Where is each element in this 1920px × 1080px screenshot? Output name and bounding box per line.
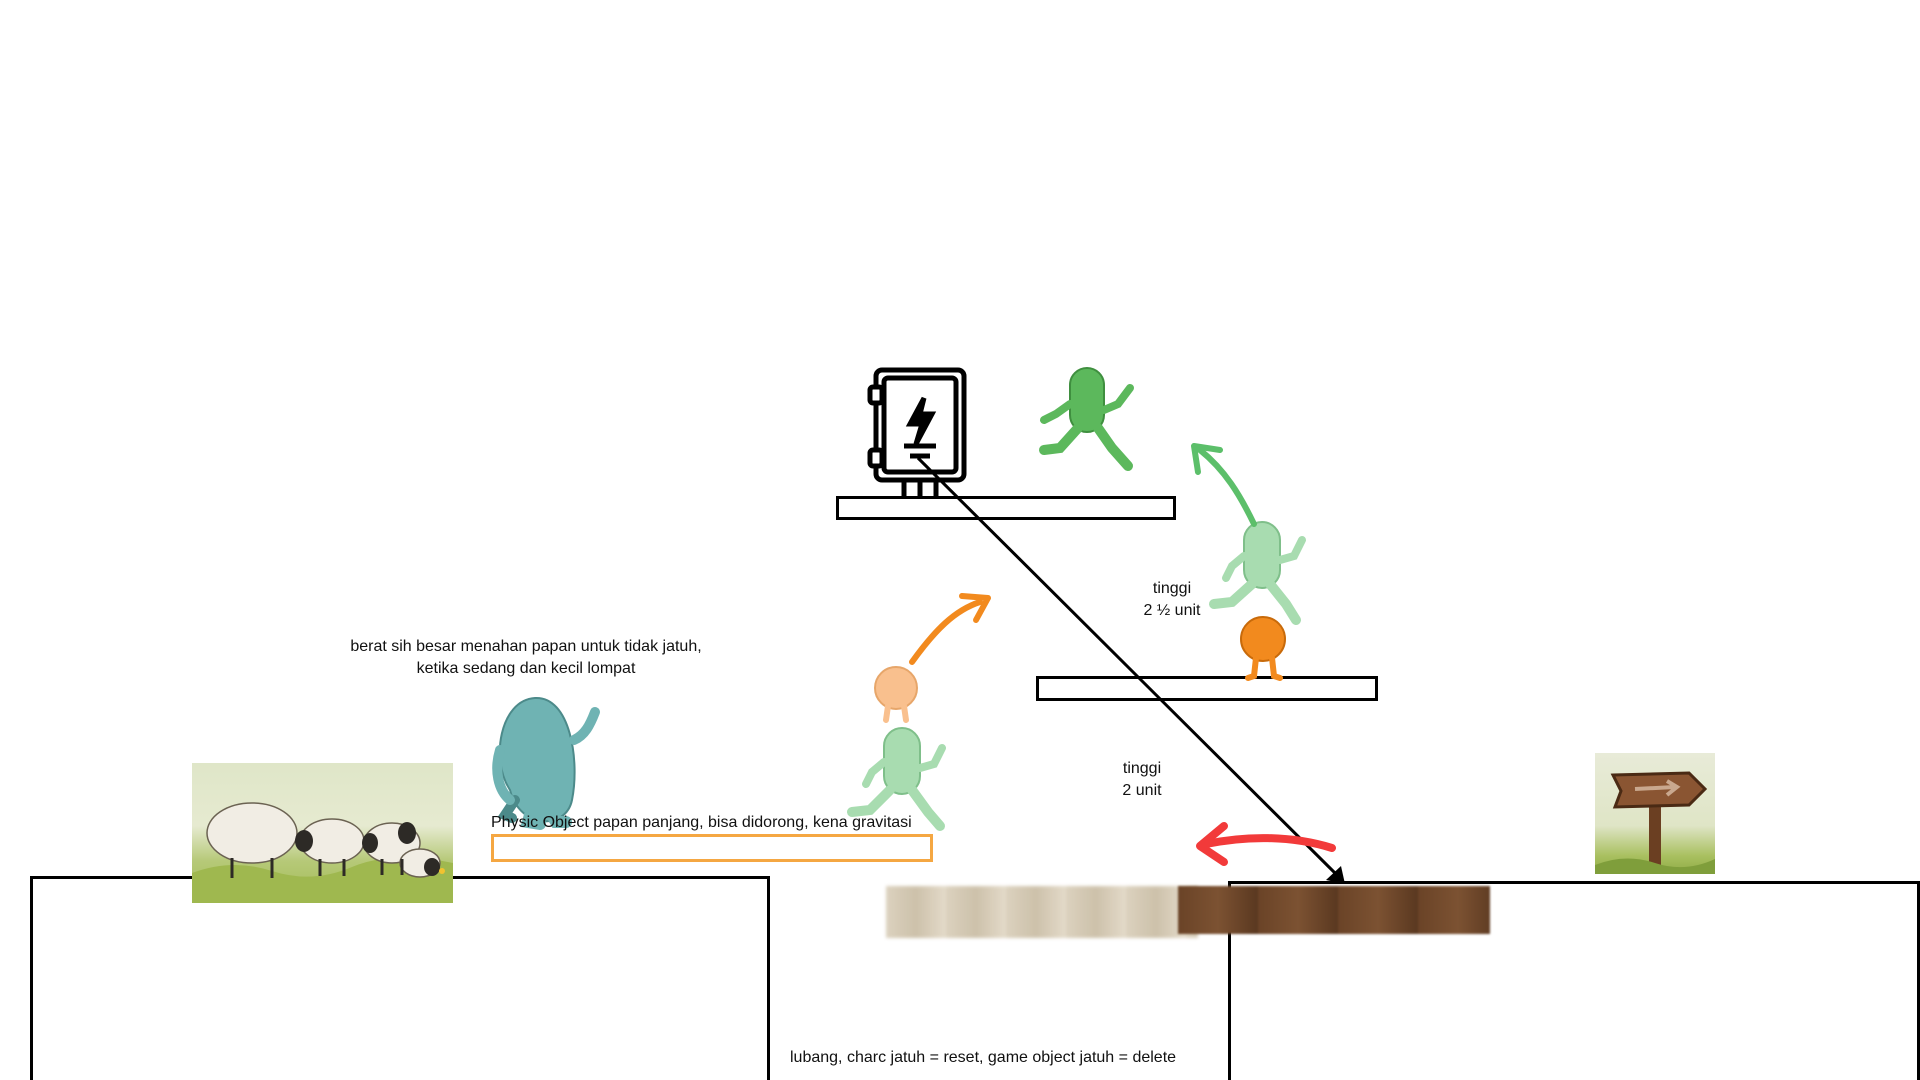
- height-lower-note: tinggi 2 unit: [1092, 758, 1192, 802]
- black-diagonal-arrow: [916, 456, 1345, 884]
- electric-panel-icon: [867, 367, 967, 496]
- height-upper-note: tinggi 2 ½ unit: [1122, 578, 1222, 622]
- physics-board: [491, 834, 933, 862]
- wooden-plank-dark: [1178, 886, 1490, 934]
- red-push-arrow: [1196, 822, 1336, 866]
- small-character-faded: [874, 666, 918, 723]
- physics-board-note: Physic Object papan panjang, bisa didoro…: [491, 814, 912, 831]
- medium-character-faded-left: [847, 727, 946, 831]
- middle-platform: [1036, 676, 1378, 701]
- small-character: [1240, 616, 1286, 681]
- height-upper-line2: 2 ½ unit: [1143, 602, 1201, 619]
- wooden-plank-image: [886, 886, 1198, 938]
- hole-rule-note: lubang, charc jatuh = reset, game object…: [790, 1049, 1177, 1066]
- big-character: [492, 696, 600, 830]
- medium-character-faded-right: [1209, 521, 1306, 625]
- weight-note-line2: ketika sedang dan kecil lompat: [416, 660, 636, 677]
- green-jump-arrow: [1191, 443, 1257, 527]
- wooden-signpost-image: [1595, 753, 1715, 874]
- orange-jump-arrow: [909, 593, 991, 665]
- height-lower-line1: tinggi: [1122, 760, 1162, 777]
- weight-note-line1: berat sih besar menahan papan untuk tida…: [350, 638, 702, 655]
- medium-character-top: [1039, 367, 1134, 471]
- right-ground-block: [1228, 881, 1920, 1080]
- height-lower-line2: 2 unit: [1122, 782, 1162, 799]
- height-upper-line1: tinggi: [1152, 580, 1192, 597]
- weight-note: berat sih besar menahan papan untuk tida…: [326, 636, 726, 680]
- sheep-herd-image: [192, 763, 453, 903]
- upper-platform: [836, 496, 1176, 520]
